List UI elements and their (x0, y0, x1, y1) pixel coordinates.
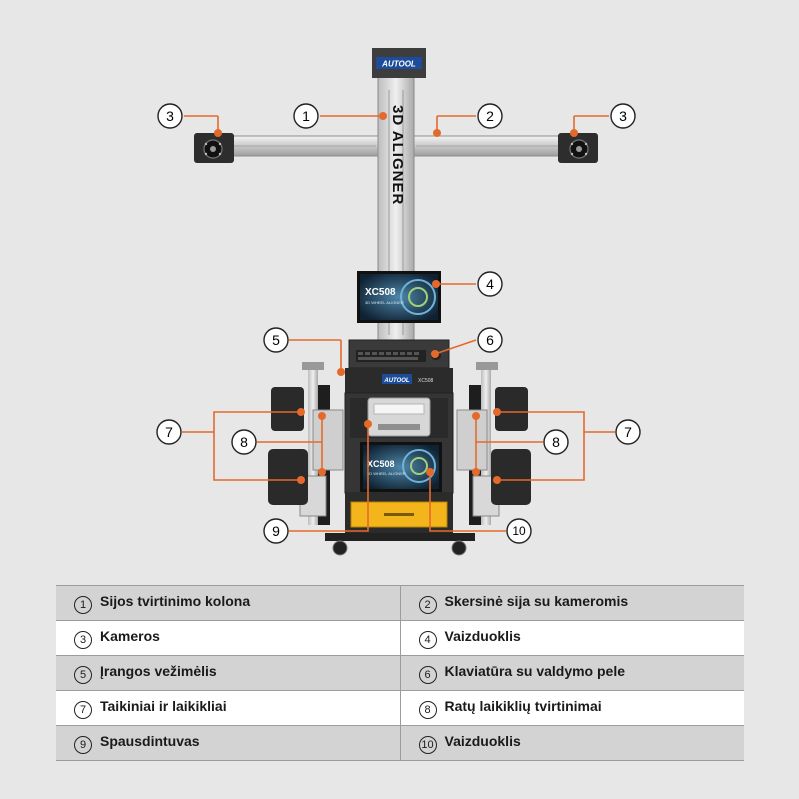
svg-text:7: 7 (165, 424, 173, 440)
legend-cell: 2 Skersinė sija su kameromis (400, 585, 744, 621)
targets (268, 387, 531, 505)
legend-cell: 6 Klaviatūra su valdymo pele (400, 655, 744, 691)
legend-number: 5 (74, 665, 92, 684)
callout-10: 10 (506, 518, 532, 544)
legend-row: 5 Įrangos vežimėlis 6 Klaviatūra su valdym… (56, 655, 744, 691)
upper-screen-title: XC508 (365, 287, 396, 298)
legend-number: 3 (74, 630, 92, 649)
svg-text:3: 3 (166, 108, 174, 124)
legend-cell: 8 Ratų laikiklių tvirtinimai (400, 690, 744, 726)
camera-right (558, 133, 598, 163)
legend-number: 4 (418, 630, 437, 649)
target-right-lower (491, 449, 531, 505)
target-left-lower (268, 449, 308, 505)
lower-screen-title: XC508 (367, 459, 395, 469)
callout-5: 5 (263, 327, 289, 353)
aligner-diagram: 3D ALIGNER AUTOOL XC508 3D WHEEL ALIGNER (156, 48, 641, 556)
legend-row: 3 Kameros 4 Vaizduoklis (56, 620, 744, 656)
legend-number: 8 (418, 700, 437, 719)
legend-label: Taikiniai ir laikikliai (100, 697, 227, 714)
legend-cell: 7 Taikiniai ir laikikliai (56, 690, 401, 726)
legend-label: Vaizduoklis (444, 732, 521, 749)
legend-cell: 9 Spausdintuvas (56, 725, 401, 761)
wheel-right (451, 540, 467, 556)
svg-text:8: 8 (552, 434, 560, 450)
svg-text:5: 5 (272, 332, 280, 348)
legend-cell: 10 Vaizduoklis (400, 725, 744, 761)
crossbeam (227, 135, 565, 157)
column-text: 3D ALIGNER (389, 105, 406, 205)
callout-1: 1 (293, 103, 319, 129)
legend-cell: 1 Sijos tvirtinimo kolona (56, 585, 401, 621)
svg-text:6: 6 (486, 332, 494, 348)
callout-3-right: 3 (610, 103, 636, 129)
callout-dots (214, 112, 578, 484)
callout-6: 6 (477, 327, 503, 353)
legend-number: 2 (418, 595, 437, 614)
legend-number: 9 (74, 735, 92, 754)
upper-screen-subtitle: 3D WHEEL ALIGNER (365, 300, 404, 305)
cart-model: XC508 (418, 378, 434, 384)
target-left-upper (271, 387, 304, 431)
legend-label: Skersinė sija su kameromis (444, 592, 629, 609)
svg-text:9: 9 (272, 523, 280, 539)
legend-cell: 4 Vaizduoklis (400, 620, 744, 656)
legend-label: Kameros (100, 627, 160, 644)
upper-monitor: XC508 3D WHEEL ALIGNER (357, 271, 441, 323)
lower-screen-subtitle: 3D WHEEL ALIGNER (367, 471, 406, 476)
legend-row: 1 Sijos tvirtinimo kolona 2 Skersinė sija … (56, 585, 744, 621)
callout-8-right: 8 (543, 429, 569, 455)
target-right-upper (495, 387, 528, 431)
legend-number: 7 (74, 700, 92, 719)
svg-text:2: 2 (486, 108, 494, 124)
lower-monitor: XC508 3D WHEEL ALIGNER (360, 442, 442, 492)
legend-number: 1 (74, 595, 92, 614)
callout-4: 4 (477, 271, 503, 297)
legend-number: 10 (418, 735, 437, 754)
svg-text:7: 7 (624, 424, 632, 440)
legend-row: 9 Spausdintuvas 10 Vaizduoklis (56, 725, 744, 761)
svg-text:3: 3 (619, 108, 627, 124)
svg-text:4: 4 (486, 276, 494, 292)
legend-cell: 5 Įrangos vežimėlis (56, 655, 401, 691)
svg-text:1: 1 (302, 108, 310, 124)
legend-number: 6 (418, 665, 437, 684)
legend-table: 1 Sijos tvirtinimo kolona 2 Skersinė sija … (56, 585, 744, 761)
printer (367, 397, 431, 437)
callout-7-right: 7 (615, 419, 641, 445)
svg-text:10: 10 (512, 524, 526, 538)
svg-text:8: 8 (240, 434, 248, 450)
legend-row: 7 Taikiniai ir laikikliai 8 Ratų laikiklių… (56, 690, 744, 726)
top-logo-box: AUTOOL (372, 48, 426, 78)
callout-circles: 1 2 3 3 4 5 6 7 7 8 8 9 10 (156, 103, 641, 544)
wheel-left (332, 540, 348, 556)
camera-left (194, 133, 234, 163)
callout-2: 2 (477, 103, 503, 129)
legend-label: Spausdintuvas (100, 732, 200, 749)
legend-label: Sijos tvirtinimo kolona (100, 592, 251, 609)
legend-label: Klaviatūra su valdymo pele (444, 662, 626, 679)
callout-3-left: 3 (157, 103, 183, 129)
legend-label: Įrangos vežimėlis (100, 662, 217, 679)
legend-label: Vaizduoklis (444, 627, 521, 644)
callout-9: 9 (263, 518, 289, 544)
legend-cell: 3 Kameros (56, 620, 401, 656)
callout-8-left: 8 (231, 429, 257, 455)
callout-7-left: 7 (156, 419, 182, 445)
top-logo: AUTOOL (381, 60, 416, 69)
legend-label: Ratų laikiklių tvirtinimai (444, 697, 602, 714)
cart-logo: AUTOOL (383, 378, 410, 384)
